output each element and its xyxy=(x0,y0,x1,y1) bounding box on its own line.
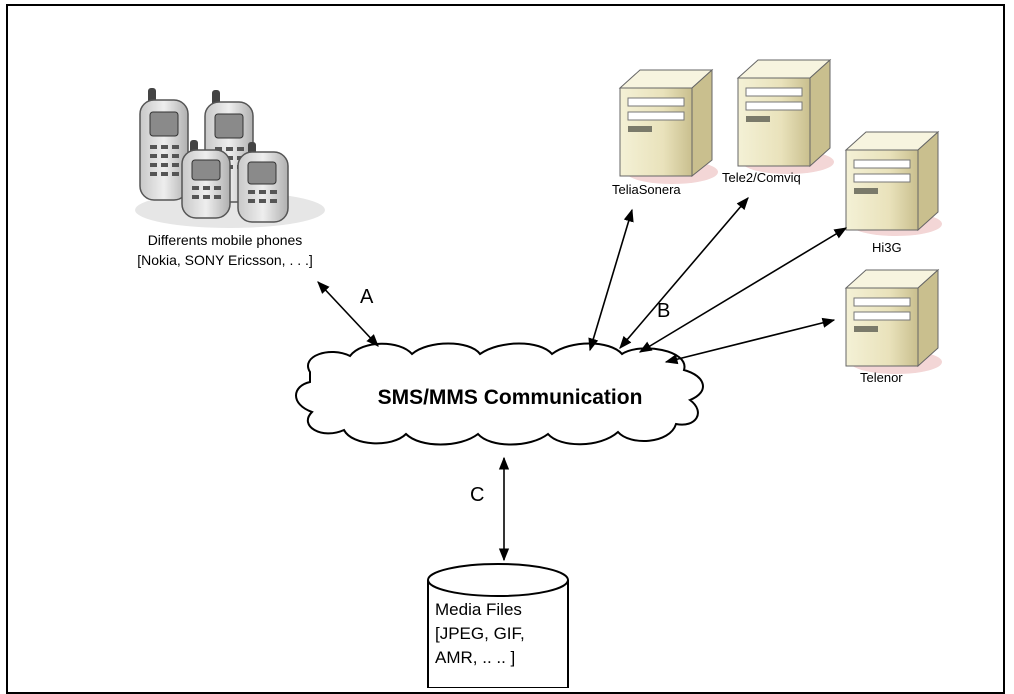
server-icon-telenor xyxy=(844,268,942,374)
edge-label-b: B xyxy=(657,300,671,322)
edge-b-arrow-telenor xyxy=(664,317,836,365)
media-files-label: Media Files [JPEG, GIF, AMR, .. .. ] xyxy=(435,598,525,670)
media-files-line3: AMR, .. .. ] xyxy=(435,648,516,667)
edge-a-arrow xyxy=(317,281,379,347)
edge-b-arrow-hi3g xyxy=(638,227,848,353)
server-label-telenor: Telenor xyxy=(860,370,903,385)
server-label-tele2-comviq: Tele2/Comviq xyxy=(722,170,801,185)
media-files-line2: [JPEG, GIF, xyxy=(435,624,525,643)
edge-label-c: C xyxy=(470,484,485,506)
server-icon-tele2-comviq xyxy=(736,58,834,174)
server-icon-hi3g xyxy=(844,130,942,236)
edge-b-arrow-teliasonera xyxy=(588,208,634,352)
hub-label: SMS/MMS Communication xyxy=(377,386,643,409)
phones-caption-line2: [Nokia, SONY Ericsson, . . .] xyxy=(137,252,313,268)
phones-caption-line1: Differents mobile phones xyxy=(147,232,303,248)
sms-mms-cloud-shape xyxy=(295,342,704,446)
media-files-database-icon xyxy=(427,563,569,688)
phones-caption: Differents mobile phones [Nokia, SONY Er… xyxy=(90,230,360,270)
edge-label-a: A xyxy=(360,286,374,308)
media-files-line1: Media Files xyxy=(435,600,522,619)
mobile-phones-icon xyxy=(135,88,325,228)
server-label-teliasonera: TeliaSonera xyxy=(612,182,681,197)
server-icon-teliasonera xyxy=(618,68,718,184)
server-label-hi3g: Hi3G xyxy=(872,240,902,255)
